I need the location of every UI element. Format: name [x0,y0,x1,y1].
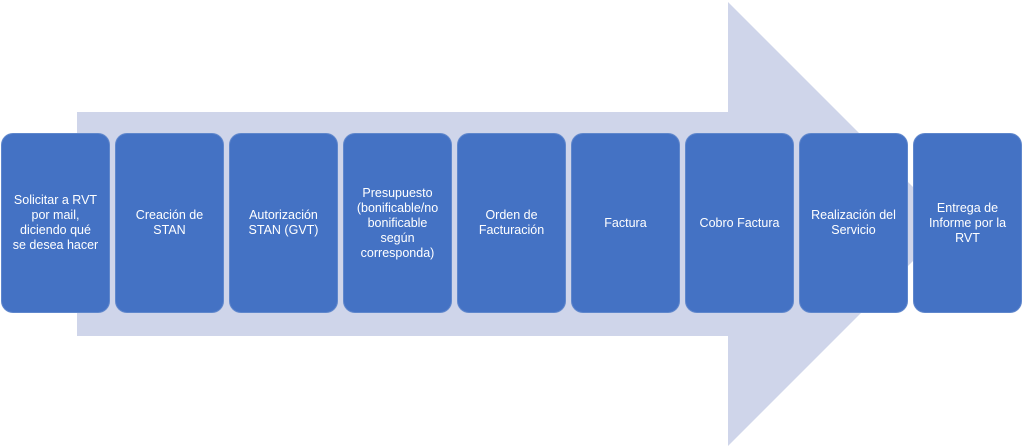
step-label: Autorización STAN (GVT) [248,208,319,237]
step-label: Cobro Factura [699,215,780,230]
step-label: Orden de Facturación [478,208,545,237]
step-realizacion-servicio: Realización del Servicio [799,133,908,313]
step-cobro-factura: Cobro Factura [685,133,794,313]
step-label: Realización del Servicio [811,208,896,237]
step-label: Entrega de Informe por la RVT [928,200,1007,245]
step-factura: Factura [571,133,680,313]
step-label: Solicitar a RVT por mail, diciendo qué s… [12,193,99,252]
step-entrega-informe: Entrega de Informe por la RVT [913,133,1022,313]
step-orden-facturacion: Orden de Facturación [457,133,566,313]
step-label: Presupuesto (bonificable/no bonificable … [356,185,439,260]
step-label: Creación de STAN [135,208,204,237]
step-presupuesto: Presupuesto (bonificable/no bonificable … [343,133,452,313]
step-solicitar-rvt: Solicitar a RVT por mail, diciendo qué s… [1,133,110,313]
step-label: Factura [604,215,647,230]
step-autorizacion-stan: Autorización STAN (GVT) [229,133,338,313]
step-creacion-stan: Creación de STAN [115,133,224,313]
process-steps: Solicitar a RVT por mail, diciendo qué s… [0,133,1024,313]
